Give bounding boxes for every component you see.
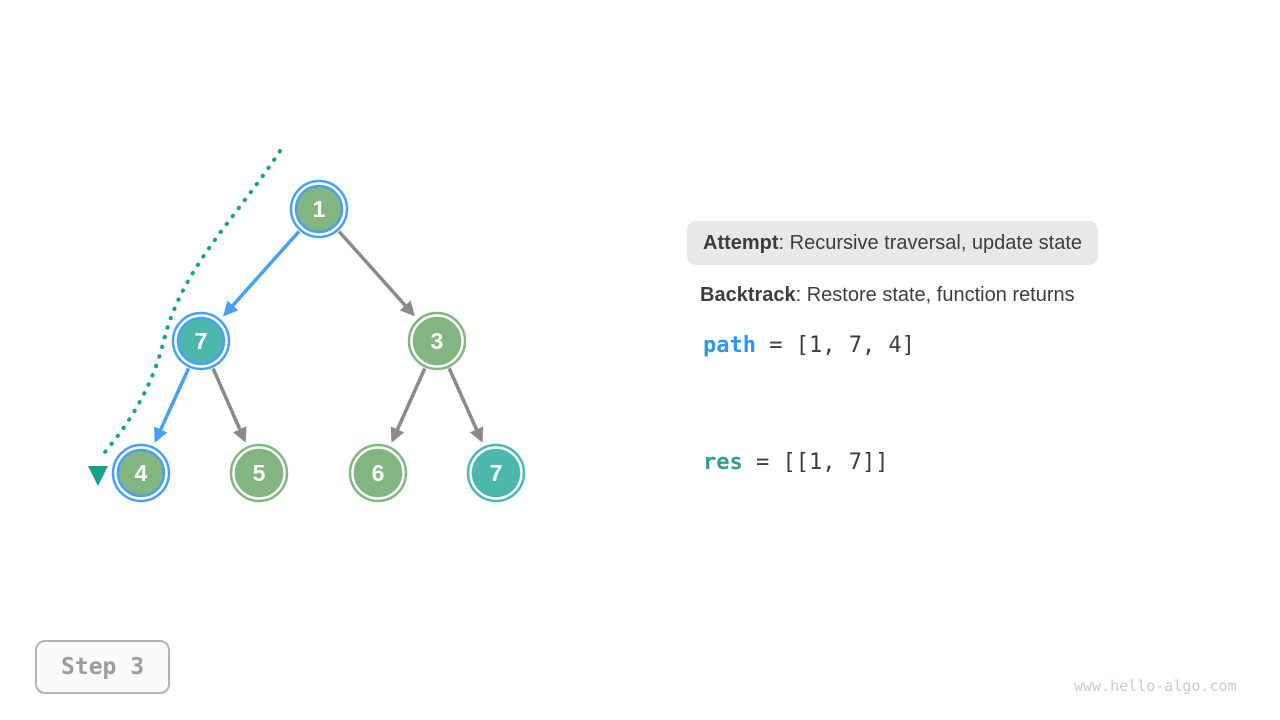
- node-5-label: 5: [253, 460, 266, 486]
- tree-node-4: 4: [111, 443, 171, 503]
- traversal-trace-dotted-path: [98, 149, 282, 460]
- tree-node-7-right: 7: [466, 443, 526, 503]
- node-7-left-label: 7: [195, 328, 208, 354]
- res-variable-name: res: [703, 450, 743, 475]
- attempt-legend-line: Attempt: Recursive traversal, update sta…: [687, 221, 1099, 265]
- edge-3-7: [447, 367, 484, 443]
- backtrack-legend-line: Backtrack: Restore state, function retur…: [700, 283, 1075, 307]
- node-4-label: 4: [135, 460, 148, 486]
- edge-3-6: [390, 367, 427, 443]
- backtrack-label: Backtrack: [700, 284, 796, 306]
- node-1-label: 1: [313, 196, 326, 222]
- tree-node-7-left: 7: [171, 311, 231, 371]
- backtrack-text: : Restore state, function returns: [795, 284, 1075, 306]
- traversal-trace-arrowhead: [88, 466, 108, 486]
- edge-1-3: [337, 230, 415, 317]
- tree-edges: [154, 230, 484, 443]
- edge-7-4-visited: [154, 367, 191, 443]
- step-badge: Step 3: [35, 640, 171, 694]
- node-3-label: 3: [431, 328, 444, 354]
- res-state-line: res = [[1, 7]]: [703, 449, 888, 477]
- attempt-label: Attempt: [703, 232, 779, 254]
- tree-node-3: 3: [407, 311, 467, 371]
- path-state-line: path = [1, 7, 4]: [703, 332, 915, 360]
- attempt-text: : Recursive traversal, update state: [778, 232, 1083, 254]
- tree-node-1: 1: [289, 179, 349, 239]
- watermark-url: www.hello-algo.com: [1074, 677, 1237, 695]
- tree-node-5: 5: [229, 443, 289, 503]
- tree-node-6: 6: [348, 443, 408, 503]
- path-variable-name: path: [703, 333, 756, 358]
- path-variable-value: = [1, 7, 4]: [755, 333, 915, 358]
- res-variable-value: = [[1, 7]]: [742, 450, 889, 475]
- edge-7-5: [211, 367, 247, 443]
- binary-tree-diagram: 1 7 3 4 5 6 7: [88, 149, 526, 503]
- edge-1-7-visited: [223, 230, 301, 317]
- node-7-right-label: 7: [490, 460, 503, 486]
- node-6-label: 6: [372, 460, 385, 486]
